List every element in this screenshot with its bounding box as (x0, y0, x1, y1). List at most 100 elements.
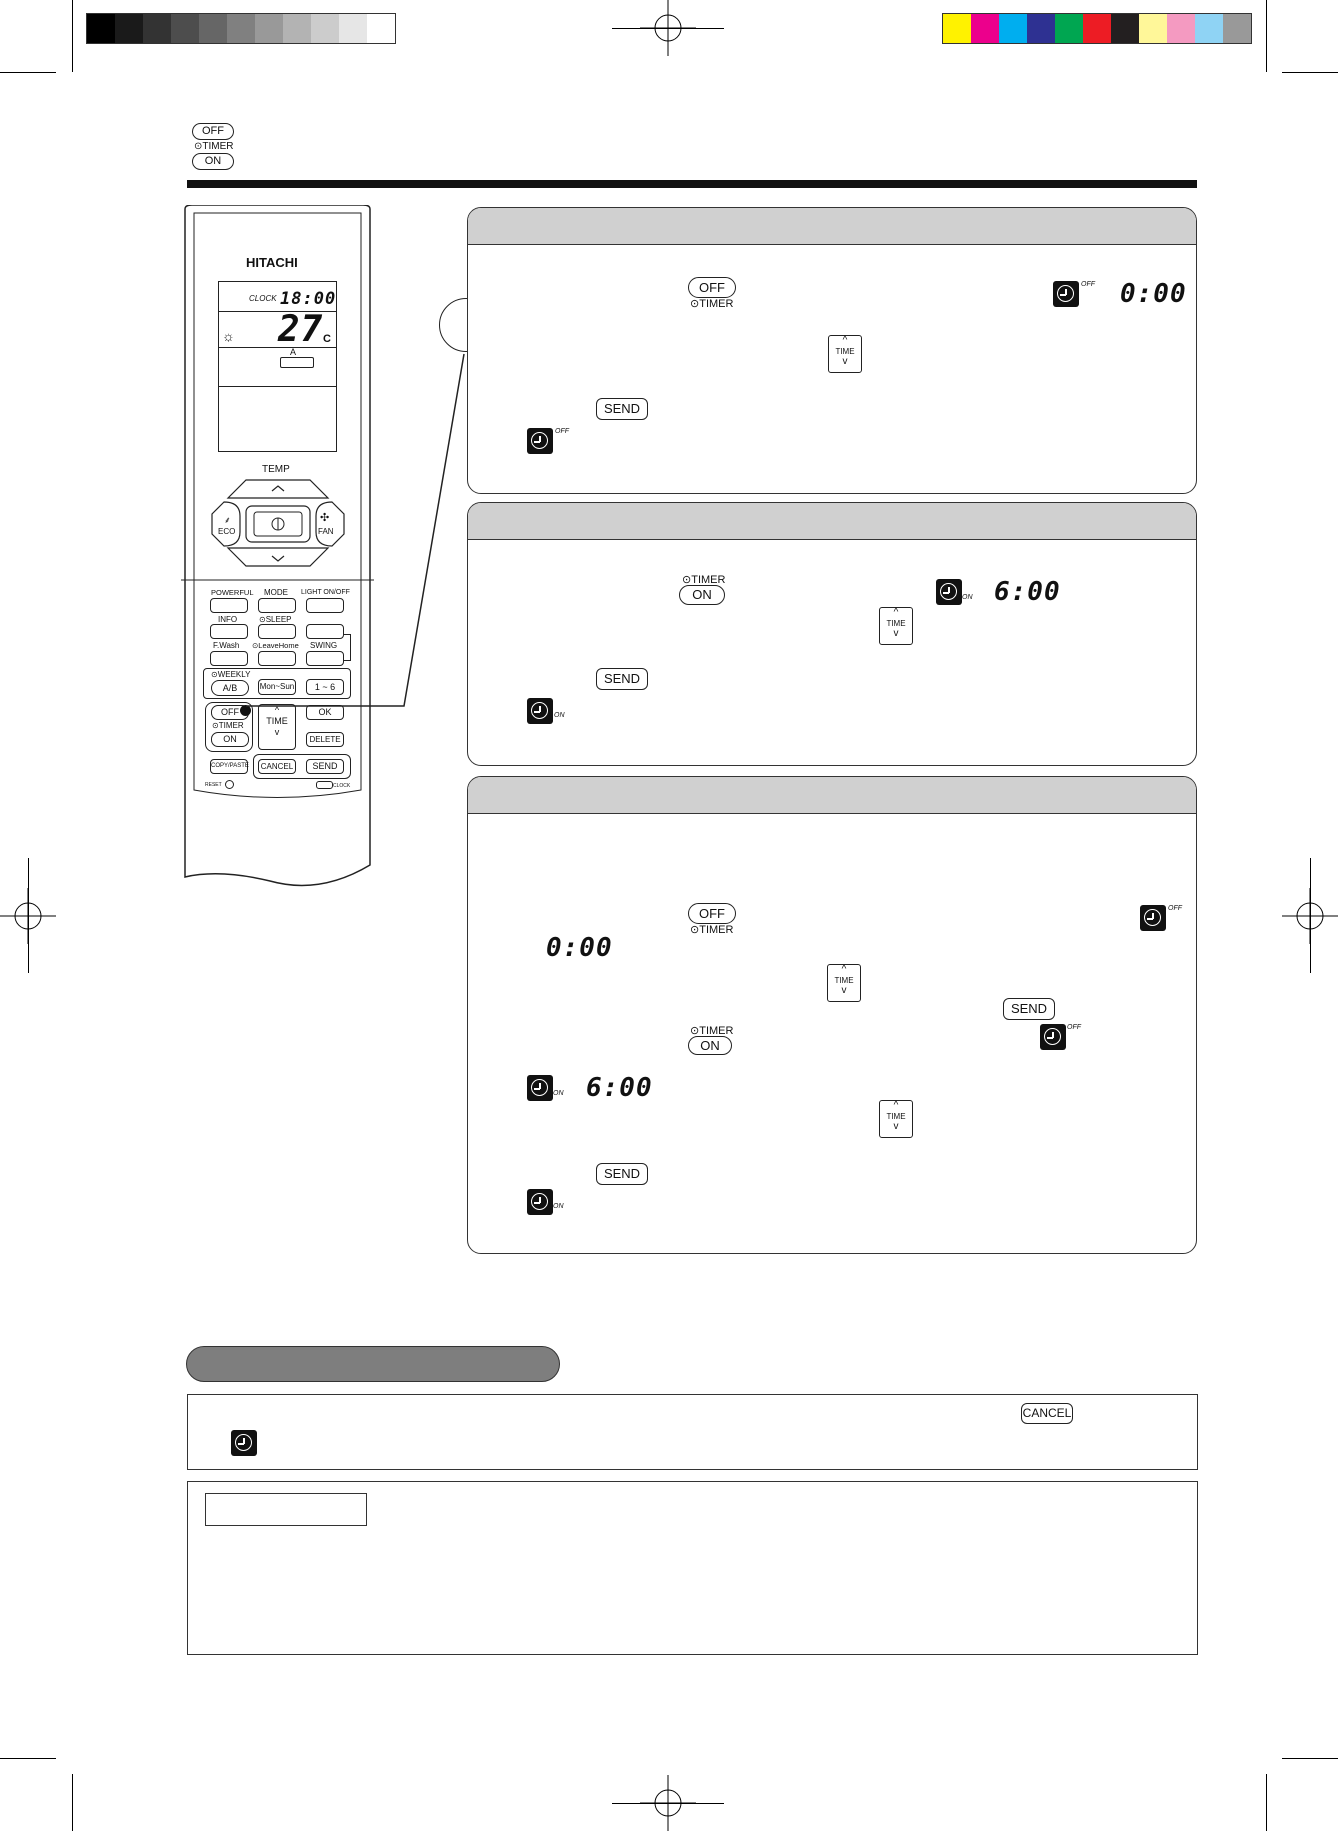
process-swatch-9 (1167, 14, 1195, 43)
remote-weekly-label: ⊙WEEKLY (211, 670, 251, 679)
remote-delete-button: DELETE (306, 732, 344, 747)
s3-send-button-1: SEND (1003, 998, 1055, 1020)
remote-info-label: INFO (218, 615, 238, 624)
s3-off-button: OFF (688, 903, 736, 924)
remote-temp-value: 27 (278, 309, 324, 350)
s3-send-button-2: SEND (596, 1163, 648, 1185)
header-off-pill: OFF (192, 123, 234, 140)
s1-display-time: 0:00 (1120, 279, 1187, 309)
section-on-timer-header (468, 503, 1196, 540)
remote-range-button: 1 ~ 6 (306, 679, 344, 695)
header-rule (187, 180, 1197, 188)
remote-dpad (211, 479, 345, 567)
remote-clock-key-label: CLOCK (333, 783, 351, 789)
remote-info-button (210, 624, 248, 639)
s2-on-indicator: ON (962, 594, 973, 601)
remote-mode-button (258, 598, 296, 613)
remote-clock-label: CLOCK (249, 294, 277, 303)
s3-clock-indicator-icon-2 (1040, 1024, 1066, 1050)
process-swatch-11 (1223, 14, 1251, 43)
s3-off-indicator: OFF (1168, 905, 1182, 912)
s1-off-button: OFF (688, 277, 736, 298)
process-swatch-10 (1195, 14, 1223, 43)
s1-clock-indicator-icon (1053, 281, 1079, 307)
remote-fan-label: FAN (318, 527, 334, 536)
s3-status-clock-icon (527, 1189, 553, 1215)
s2-send-button: SEND (596, 668, 648, 690)
remote-brand: HITACHI (246, 255, 298, 270)
remote-monsun-button: Mon~Sun (258, 679, 296, 695)
grayscale-swatch-10 (339, 14, 367, 43)
process-swatch-8 (1139, 14, 1167, 43)
remote-swing-h-button (306, 651, 344, 666)
remote-reset-label: RESET (205, 782, 222, 788)
grayscale-swatch-8 (283, 14, 311, 43)
s2-display-time: 6:00 (994, 577, 1061, 607)
remote-temp-unit: C (323, 333, 331, 345)
s3-on-button: ON (688, 1036, 732, 1055)
grayscale-swatch-1 (87, 14, 115, 43)
remote-leavehome-button (258, 651, 296, 666)
s1-status-off: OFF (555, 428, 569, 435)
remote-send-group (253, 754, 351, 779)
section-off-timer-header (468, 208, 1196, 245)
remote-sleep-button (258, 624, 296, 639)
remote-fwash-button (210, 651, 248, 666)
remote-mode-label: MODE (264, 588, 288, 597)
note-label-box (205, 1493, 367, 1526)
remote-pointer-dot (240, 705, 251, 716)
remote-on-button: ON (211, 732, 249, 747)
remote-send-button: SEND (306, 759, 344, 774)
remote-ab-button: A/B (211, 680, 249, 696)
s2-status-clock-icon (527, 698, 553, 724)
remote-light-label: LIGHT ON/OFF (301, 589, 350, 596)
section-combined-timer-header (468, 777, 1196, 814)
grayscale-swatch-5 (199, 14, 227, 43)
remote-swing-v-button (306, 624, 344, 639)
color-bar (942, 13, 1252, 44)
grayscale-swatch-2 (115, 14, 143, 43)
grayscale-swatch-4 (171, 14, 199, 43)
s3-on-indicator: ON (553, 1090, 564, 1097)
process-swatch-2 (971, 14, 999, 43)
remote-fwash-label: F.Wash (213, 641, 240, 650)
remote-weekly-group (203, 668, 351, 699)
remote-copypaste-button: COPY/PASTE (210, 759, 249, 774)
cancel-clock-icon (231, 1430, 257, 1456)
remote-powerful-button (210, 598, 248, 613)
remote-auto-indicator: A (290, 347, 297, 357)
remote-clock-value: 18:00 (280, 289, 337, 309)
s3-clock-indicator-icon-1 (1140, 905, 1166, 931)
process-swatch-7 (1111, 14, 1139, 43)
grayscale-swatch-9 (311, 14, 339, 43)
s2-clock-indicator-icon (936, 579, 962, 605)
s2-on-button: ON (679, 585, 725, 605)
s3-display-time-2: 6:00 (586, 1073, 653, 1103)
s3-status-on: ON (553, 1203, 564, 1210)
remote-sleep-label: ⊙SLEEP (259, 615, 292, 624)
remote-leavehome-label: ⊙LeaveHome (252, 641, 299, 650)
grayscale-swatch-3 (143, 14, 171, 43)
s2-status-on: ON (554, 712, 565, 719)
remote-cancel-button: CANCEL (258, 759, 296, 774)
s1-status-clock-icon (527, 428, 553, 454)
grayscale-swatch-11 (367, 14, 395, 43)
s3-display-time-1: 0:00 (546, 933, 613, 963)
cancel-section-tab (186, 1346, 560, 1382)
s1-send-button: SEND (596, 398, 648, 420)
cancel-button-icon: CANCEL (1021, 1403, 1073, 1424)
s3-timer-caption-1: ⊙TIMER (690, 924, 734, 936)
louver-icon (280, 357, 314, 368)
remote-powerful-label: POWERFUL (211, 588, 254, 597)
sun-icon: ☼ (222, 328, 235, 344)
remote-lcd (218, 281, 337, 452)
s2-timer-caption: ⊙TIMER (682, 574, 726, 586)
process-swatch-4 (1027, 14, 1055, 43)
process-swatch-1 (943, 14, 971, 43)
fan-icon: ✣ (320, 512, 330, 524)
